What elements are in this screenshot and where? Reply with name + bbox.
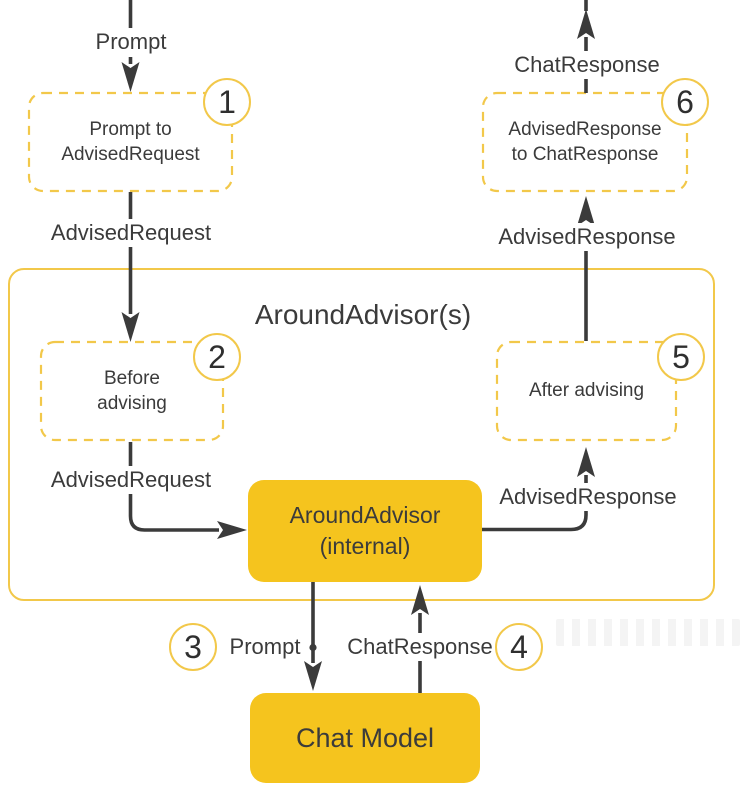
arrowhead-chat-response-out [577,9,595,39]
chat-model-node: Chat Model [250,693,480,783]
step-badge-5: 5 [657,333,705,381]
step1-box-outline [27,91,234,193]
watermark [556,619,740,646]
arrowhead-into-step5 [577,447,595,477]
step2-box-outline [39,340,225,442]
edge-label-prompt-to-model: Prompt [224,633,306,661]
around-advisor-internal-node: AroundAdvisor (internal) [248,480,482,582]
step-badge-4: 4 [495,623,543,671]
step1-box-label: Prompt to AdvisedRequest [61,118,200,165]
around-advisors-group-title: AroundAdvisor(s) [254,299,472,330]
arrowhead-into-step6 [577,196,595,226]
step-badge-3: 3 [169,623,217,671]
edge-label-advised-request-outer: AdvisedRequest [45,219,217,247]
step-badge-1: 1 [203,78,251,126]
arrowhead-into-chat-model [304,661,322,691]
step-badge-2: 2 [193,333,241,381]
edge-label-advised-response-inner: AdvisedResponse [494,483,682,511]
around-advisors-group-box [8,268,715,601]
step-badge-6: 6 [661,78,709,126]
edge-label-chat-response-from-model: ChatResponse [342,633,498,661]
edge-label-chat-response-out: ChatResponse [509,51,665,79]
arrowhead-into-internal [217,521,247,539]
edge-label-prompt-in: Prompt [90,28,172,56]
edge-advised-response-inner [482,475,588,532]
step5-box-outline [495,340,678,442]
edge-junction-dot [309,643,317,652]
step5-box-label: After advising [528,380,645,402]
step6-box-label: AdvisedResponse to ChatResponse [508,118,662,165]
edge-label-advised-request-inner: AdvisedRequest [45,466,217,494]
arrowhead-into-step2 [121,312,140,342]
arrowhead-into-step1 [121,62,140,92]
step2-box-label: Before advising [97,367,167,414]
arrowhead-into-internal-bottom [411,585,429,615]
edge-advised-request-inner [128,442,219,532]
edge-label-advised-response-outer: AdvisedResponse [493,223,681,251]
